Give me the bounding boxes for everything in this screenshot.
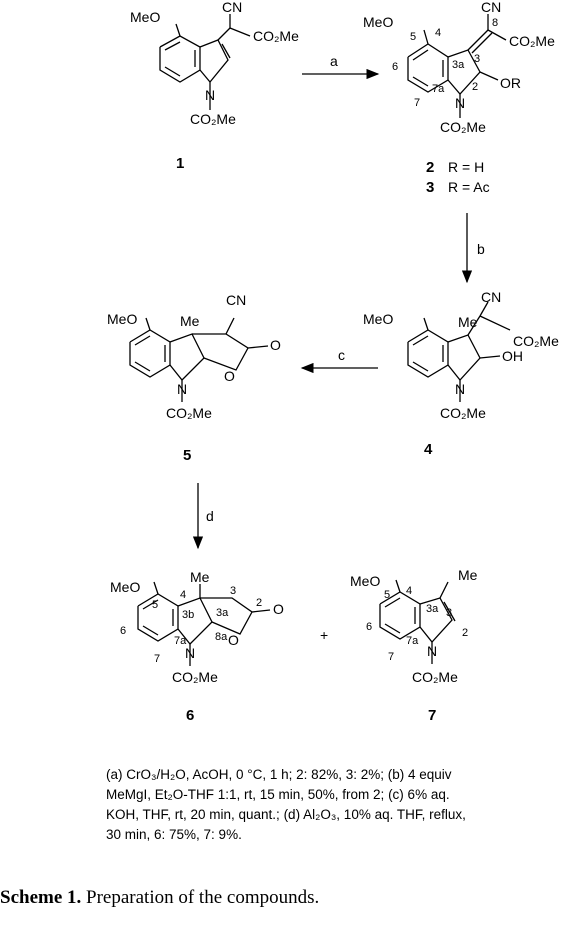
atom-number-6-c7: 6 <box>366 621 372 633</box>
compound-4-carbamate-label: CO₂Me <box>440 405 486 421</box>
atom-number-4: 4 <box>435 27 441 39</box>
compound-5-cyano-label: CN <box>226 292 246 308</box>
compound-7-nitrogen-label: N <box>427 643 437 659</box>
atom-number-3-c7: 3 <box>446 607 452 619</box>
compound-1-ester-label: CO₂Me <box>253 28 299 44</box>
compound-7-structure <box>379 579 456 664</box>
atom-number-7a: 7a <box>432 83 445 95</box>
caption-text: Preparation of the compounds. <box>81 887 320 908</box>
compound-2-number: 2 <box>426 159 434 176</box>
atom-number-2-c6: 2 <box>256 597 262 609</box>
atom-number-6: 6 <box>392 61 398 73</box>
step-d-label: d <box>206 508 214 524</box>
atom-number-7-c7: 7 <box>388 651 394 663</box>
compound-7-number: 7 <box>428 707 436 724</box>
compound-2-3-structure <box>407 14 507 118</box>
compound-5-ring-oxygen: O <box>224 368 235 384</box>
atom-number-7a-c7: 7a <box>406 635 419 647</box>
compound-3-number: 3 <box>426 179 434 196</box>
compound-7-methyl-label: Me <box>458 567 478 583</box>
compound-1-cyano-label: CN <box>222 0 242 15</box>
compound-4-ester-label: CO₂Me <box>513 333 559 349</box>
compound-2-methoxy-label: MeO <box>363 14 393 30</box>
compound-1-nitrogen-label: N <box>205 87 215 103</box>
atom-number-6-c6: 6 <box>120 625 126 637</box>
atom-number-2: 2 <box>472 81 478 93</box>
compound-1-number: 1 <box>176 155 184 172</box>
compound-4-methyl-label: Me <box>458 314 478 330</box>
step-c-label: c <box>338 347 345 363</box>
plus-sign: + <box>320 627 328 643</box>
compound-7-methoxy-label: MeO <box>350 573 380 589</box>
compound-4-hydroxyl-label: OH <box>502 348 523 364</box>
atom-number-4-c7: 4 <box>406 585 412 597</box>
compound-2-r-definition: R = H <box>448 159 484 175</box>
compound-5-methyl-label: Me <box>180 313 200 329</box>
conditions-line-3: KOH, THF, rt, 20 min, quant.; (d) Al₂O₃,… <box>106 807 466 822</box>
compound-5-nitrogen-label: N <box>177 381 187 397</box>
step-a-label: a <box>330 53 338 69</box>
conditions-line-1: (a) CrO₃/H₂O, AcOH, 0 °C, 1 h; 2: 82%, 3… <box>106 767 452 782</box>
compound-1-carbamate-label: CO₂Me <box>190 111 236 127</box>
caption-label: Scheme 1. <box>0 887 82 908</box>
compound-4-number: 4 <box>424 441 433 458</box>
scheme-caption: Scheme 1. Preparation of the compounds. <box>0 887 319 909</box>
atom-number-3-c6: 3 <box>230 585 236 597</box>
atom-number-8: 8 <box>492 17 498 29</box>
atom-number-5-c6: 5 <box>152 599 158 611</box>
atom-number-3a-c6: 3a <box>216 607 229 619</box>
compound-2-nitrogen-label: N <box>455 95 465 111</box>
compound-2-cyano-label: CN <box>481 0 501 15</box>
atom-number-8a-c6: 8a <box>215 631 228 643</box>
atom-number-2-c7: 2 <box>462 627 468 639</box>
atom-number-7a-c6: 7a <box>174 635 187 647</box>
compound-5-carbamate-label: CO₂Me <box>166 405 212 421</box>
compound-6-nitrogen-label: N <box>185 645 195 661</box>
compound-4-cyano-label: CN <box>481 289 501 305</box>
atom-number-3a-c7: 3a <box>426 603 439 615</box>
compound-3-r-definition: R = Ac <box>448 179 490 195</box>
compound-6-carbonyl-oxygen: O <box>273 601 284 617</box>
compound-6-carbamate-label: CO₂Me <box>172 669 218 685</box>
reaction-conditions: (a) CrO₃/H₂O, AcOH, 0 °C, 1 h; 2: 82%, 3… <box>106 765 580 845</box>
atom-number-3b-c6: 3b <box>182 609 194 621</box>
atom-number-3a: 3a <box>452 59 465 71</box>
compound-1-methoxy-label: MeO <box>130 9 160 25</box>
compound-4-methoxy-label: MeO <box>363 311 393 327</box>
compound-5-carbonyl-oxygen: O <box>270 337 281 353</box>
compound-2-or-label: OR <box>500 75 521 91</box>
reaction-scheme: MeO CN CO₂Me N CO₂Me 1 a MeO CN CO₂Me OR… <box>107 0 559 724</box>
atom-number-5-c7: 5 <box>384 589 390 601</box>
compound-2-carbamate-label: CO₂Me <box>440 119 486 135</box>
compound-6-ring-oxygen: O <box>228 632 239 648</box>
atom-number-3: 3 <box>474 53 480 65</box>
compound-6-methoxy-label: MeO <box>110 579 140 595</box>
compound-4-nitrogen-label: N <box>455 381 465 397</box>
step-b-label: b <box>477 241 485 257</box>
conditions-line-4: 30 min, 6: 75%, 7: 9%. <box>106 827 242 842</box>
atom-number-7-c6: 7 <box>154 653 160 665</box>
compound-7-carbamate-label: CO₂Me <box>412 669 458 685</box>
conditions-line-2: MeMgI, Et₂O-THF 1:1, rt, 15 min, 50%, fr… <box>106 787 450 802</box>
compound-5-number: 5 <box>183 447 191 464</box>
compound-2-ester-label: CO₂Me <box>509 33 555 49</box>
compound-6-number: 6 <box>186 707 194 724</box>
atom-number-5: 5 <box>410 31 416 43</box>
compound-4-structure <box>407 301 511 402</box>
compound-5-methoxy-label: MeO <box>107 311 137 327</box>
atom-number-4-c6: 4 <box>180 589 186 601</box>
compound-6-methyl-label: Me <box>190 569 210 585</box>
compound-1-structure <box>159 14 251 110</box>
compound-5-structure <box>129 317 269 402</box>
compound-6-structure <box>137 581 271 666</box>
atom-number-7: 7 <box>414 97 420 109</box>
